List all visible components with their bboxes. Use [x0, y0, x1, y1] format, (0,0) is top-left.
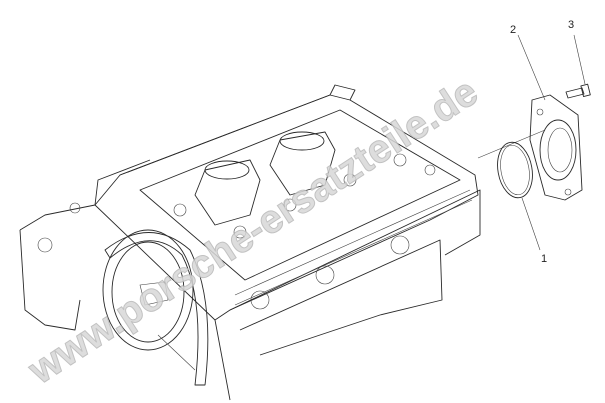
seal-ring-part: [497, 141, 533, 199]
watermark: www.porsche-ersatzteile.de: [20, 70, 485, 394]
assembly-axis-line: [477, 129, 546, 159]
callout-1: 1: [541, 253, 547, 265]
callout-3: 3: [568, 19, 574, 31]
bolt-part: [565, 83, 591, 99]
leader-line-3: [573, 34, 586, 85]
callout-2: 2: [510, 24, 516, 36]
leader-line-1: [521, 197, 541, 251]
cylinder-head: [19, 84, 481, 401]
cover-flange-part: [529, 94, 583, 201]
leader-line-2: [517, 34, 546, 101]
